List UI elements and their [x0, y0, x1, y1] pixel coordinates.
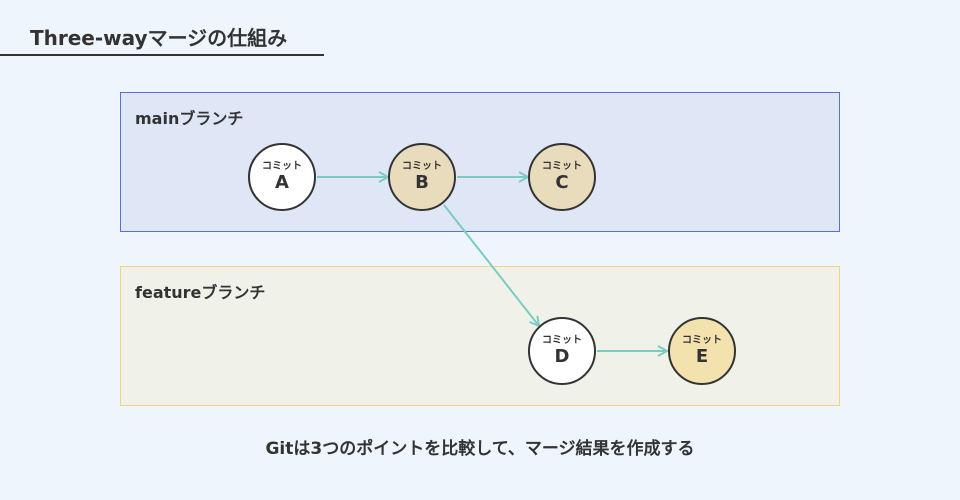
commit-label: コミット	[542, 161, 582, 172]
main-branch-area: mainブランチ	[120, 92, 840, 232]
commit-c-node: コミット C	[528, 143, 596, 211]
commit-id: C	[555, 172, 569, 193]
diagram-caption: Gitは3つのポイントを比較して、マージ結果を作成する	[265, 439, 695, 459]
arrow-b-to-d	[443, 204, 539, 326]
diagram-title: Three-wayマージの仕組み	[30, 26, 288, 50]
commit-label: コミット	[682, 335, 722, 346]
commit-id: D	[554, 346, 570, 367]
commit-label: コミット	[542, 335, 582, 346]
commit-e-node: コミット E	[668, 317, 736, 385]
commit-id: B	[415, 172, 429, 193]
commit-label: コミット	[402, 161, 442, 172]
commit-id: E	[695, 346, 709, 367]
commit-label: コミット	[262, 161, 302, 172]
feature-branch-label: featureブランチ	[135, 283, 266, 302]
commit-b-node: コミット B	[388, 143, 456, 211]
commit-id: A	[275, 172, 289, 193]
title-underline	[0, 54, 324, 56]
commit-a-node: コミット A	[248, 143, 316, 211]
main-branch-label: mainブランチ	[135, 109, 244, 128]
commit-d-node: コミット D	[528, 317, 596, 385]
